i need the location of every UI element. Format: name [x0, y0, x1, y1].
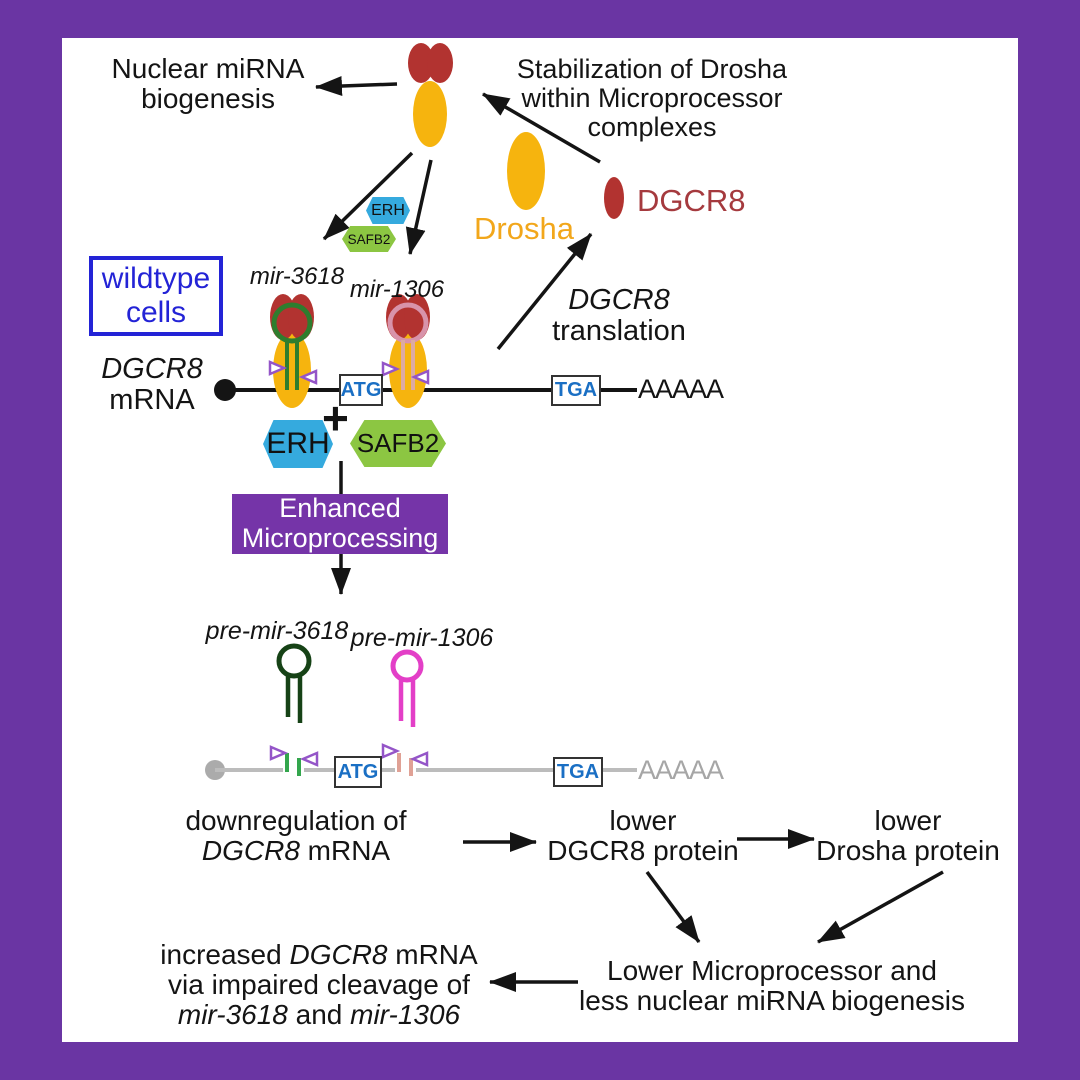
- cleavage-site-triangle-icon: [381, 743, 401, 759]
- lower-dgcr8-label: lower DGCR8 protein: [547, 805, 739, 866]
- polya-tail-gray-label: AAAAA: [638, 755, 724, 785]
- tga-codon-box-gray-line: TGA: [553, 757, 603, 787]
- mir-1306-complex-icon: [381, 294, 430, 408]
- arrow-complex-to-mir3618: [322, 151, 414, 241]
- dgcr8-mrna-label: DGCR8 mRNA: [101, 353, 203, 417]
- flow-arrows: [315, 76, 944, 992]
- enhanced-microprocessing-box: Enhanced Microprocessing: [232, 494, 448, 554]
- atg-codon-box: ATG: [339, 374, 383, 406]
- erh-small-hexagon-icon: ERH: [366, 197, 410, 224]
- arrow-complex-to-mir1306: [405, 159, 433, 255]
- cleavage-site-triangle-icon: [269, 745, 289, 761]
- pre-mir-1306-label: pre-mir-1306: [350, 624, 494, 652]
- figure-panel: [62, 38, 1018, 1042]
- cleavage-site-triangle-icon: [381, 361, 401, 377]
- mir-3618-complex-icon: [268, 294, 318, 408]
- drosha-oval-icon: [507, 132, 545, 210]
- downregulation-label: downregulation of DGCR8 mRNA: [185, 805, 407, 866]
- dgcr8-translation-label: DGCR8 translation: [552, 284, 686, 348]
- polya-tail-label: AAAAA: [638, 374, 724, 404]
- dgcr8-label: DGCR8: [637, 183, 746, 218]
- increased-dgcr8-label: increased DGCR8 mRNA via impaired cleava…: [160, 939, 478, 1030]
- pre-mir-1306-hairpin-icon: [390, 649, 424, 727]
- mir-1306-label: mir-1306: [349, 276, 445, 303]
- pre-mir-3618-hairpin-icon: [276, 643, 312, 723]
- arrow-lowerdrosha-to-lowermicro: [817, 870, 944, 944]
- safb2-small-hexagon-icon: SAFB2: [342, 226, 396, 252]
- plus-sign: +: [322, 392, 349, 444]
- erh-hexagon: ERH: [263, 420, 333, 468]
- atg-codon-box-gray-line: ATG: [334, 756, 382, 788]
- microprocessor-complex-icon: [408, 43, 453, 147]
- dgcr8-oval-icon: [604, 177, 624, 219]
- stabilization-label: Stabilization of Drosha within Microproc…: [516, 54, 788, 142]
- cleavage-site-triangle-icon: [299, 751, 319, 767]
- cleavage-site-triangle-icon: [268, 360, 288, 376]
- nuclear-biogenesis-label: Nuclear miRNA biogenesis: [111, 53, 305, 114]
- arrow-to-nuclear-biogenesis: [315, 76, 398, 97]
- lower-drosha-label: lower Drosha protein: [816, 805, 1000, 866]
- tga-codon-box: TGA: [551, 375, 601, 406]
- arrow-lowerdgcr8-to-lowermicro: [645, 870, 701, 944]
- arrow-translation-to-dgcr8: [496, 232, 593, 351]
- cleavage-site-triangle-icon: [298, 369, 318, 385]
- mir-3618-label: mir-3618: [249, 263, 345, 290]
- pre-mir-3618-label: pre-mir-3618: [205, 617, 349, 645]
- drosha-label: Drosha: [474, 211, 574, 246]
- lower-microprocessor-label: Lower Microprocessor and less nuclear mi…: [579, 955, 965, 1016]
- cleavage-site-triangle-icon: [410, 369, 430, 385]
- arrow-to-stabilization: [482, 92, 601, 164]
- cleavage-site-triangle-icon: [409, 751, 429, 767]
- safb2-hexagon: SAFB2: [350, 420, 446, 467]
- wildtype-cells-box: wildtype cells: [89, 256, 223, 336]
